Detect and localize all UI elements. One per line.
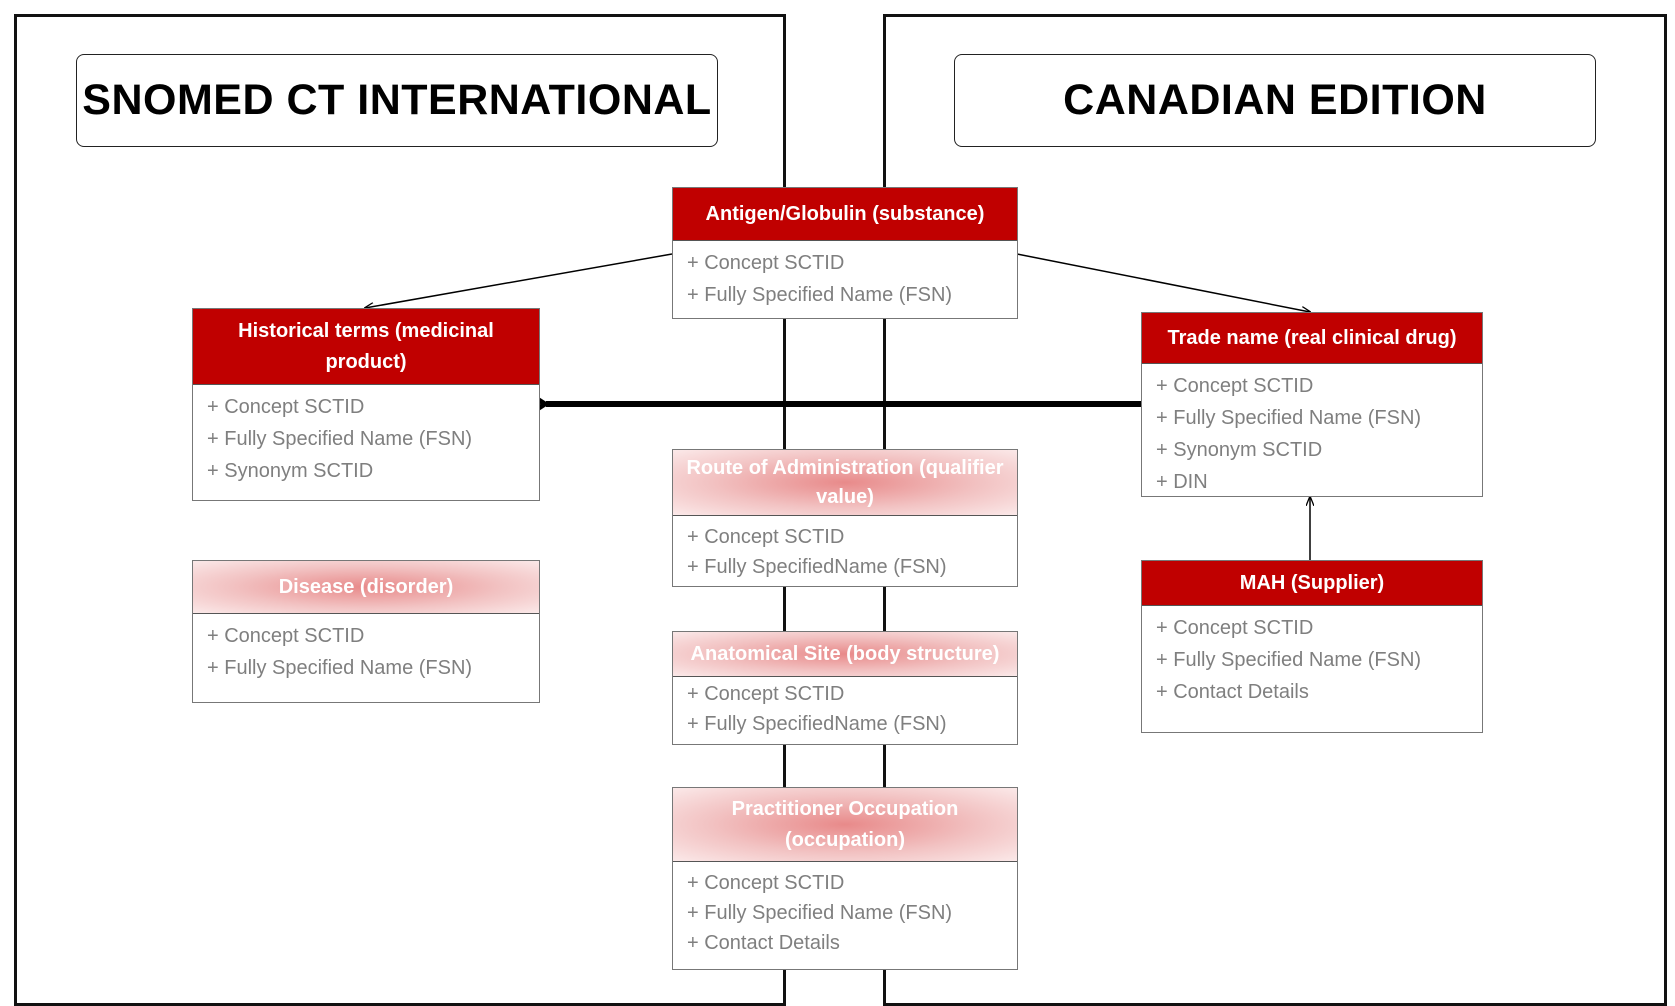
attribute-item: + Concept SCTID [687,526,845,548]
header-line: Practitioner Occupation [731,797,959,820]
header-line: Historical terms (medicinal [238,319,494,342]
header-line: Route of Administration (qualifier [686,456,1004,479]
historical-terms-header: Historical terms (medicinal product) [193,309,539,385]
attribute-item: + Fully Specified Name (FSN) [687,902,953,924]
route-of-administration-box: Route of Administration (qualifier value… [672,449,1018,587]
snomed-international-panel [14,14,786,1006]
attribute-item: + Fully Specified Name (FSN) [1156,649,1422,671]
attribute-item: + Fully Specified Name (FSN) [207,428,473,450]
attribute-item: + DIN [1156,471,1208,493]
route-of-administration-header: Route of Administration (qualifier value… [673,450,1017,516]
attribute-item: + Fully Specified Name (FSN) [1156,407,1422,429]
attribute-item: + Contact Details [1156,681,1309,703]
attribute-item: + Concept SCTID [687,872,845,894]
practitioner-occupation-box: Practitioner Occupation (occupation) + C… [672,787,1018,970]
attribute-item: + Concept SCTID [687,683,845,705]
antigen-globulin-header: Antigen/Globulin (substance) [673,188,1017,241]
attribute-item: + Concept SCTID [207,396,365,418]
disease-box: Disease (disorder) + Concept SCTID + Ful… [192,560,540,703]
disease-header: Disease (disorder) [193,561,539,614]
attribute-item: + Concept SCTID [207,625,365,647]
antigen-globulin-box: Antigen/Globulin (substance) + Concept S… [672,187,1018,319]
anatomical-site-header: Anatomical Site (body structure) [673,632,1017,677]
attribute-item: + Concept SCTID [687,252,845,274]
header-line: (occupation) [785,828,905,851]
header-line: value) [816,485,874,508]
trade-name-header: Trade name (real clinical drug) [1142,313,1482,364]
anatomical-site-box: Anatomical Site (body structure) + Conce… [672,631,1018,745]
mah-supplier-header: MAH (Supplier) [1142,561,1482,606]
attribute-item: + Synonym SCTID [1156,439,1323,461]
attribute-item: + Fully Specified Name (FSN) [687,284,953,306]
attribute-item: + Fully SpecifiedName (FSN) [687,713,947,735]
attribute-item: + Concept SCTID [1156,617,1314,639]
mah-supplier-box: MAH (Supplier) + Concept SCTID + Fully S… [1141,560,1483,733]
attribute-item: + Contact Details [687,932,840,954]
attribute-item: + Synonym SCTID [207,460,374,482]
trade-name-box: Trade name (real clinical drug) + Concep… [1141,312,1483,497]
attribute-item: + Fully Specified Name (FSN) [207,657,473,679]
attribute-item: + Concept SCTID [1156,375,1314,397]
canadian-edition-title: CANADIAN EDITION [954,54,1596,147]
attribute-item: + Fully SpecifiedName (FSN) [687,556,947,578]
practitioner-occupation-header: Practitioner Occupation (occupation) [673,788,1017,862]
historical-terms-box: Historical terms (medicinal product) + C… [192,308,540,501]
snomed-international-title: SNOMED CT INTERNATIONAL [76,54,718,147]
header-line: product) [325,350,407,373]
